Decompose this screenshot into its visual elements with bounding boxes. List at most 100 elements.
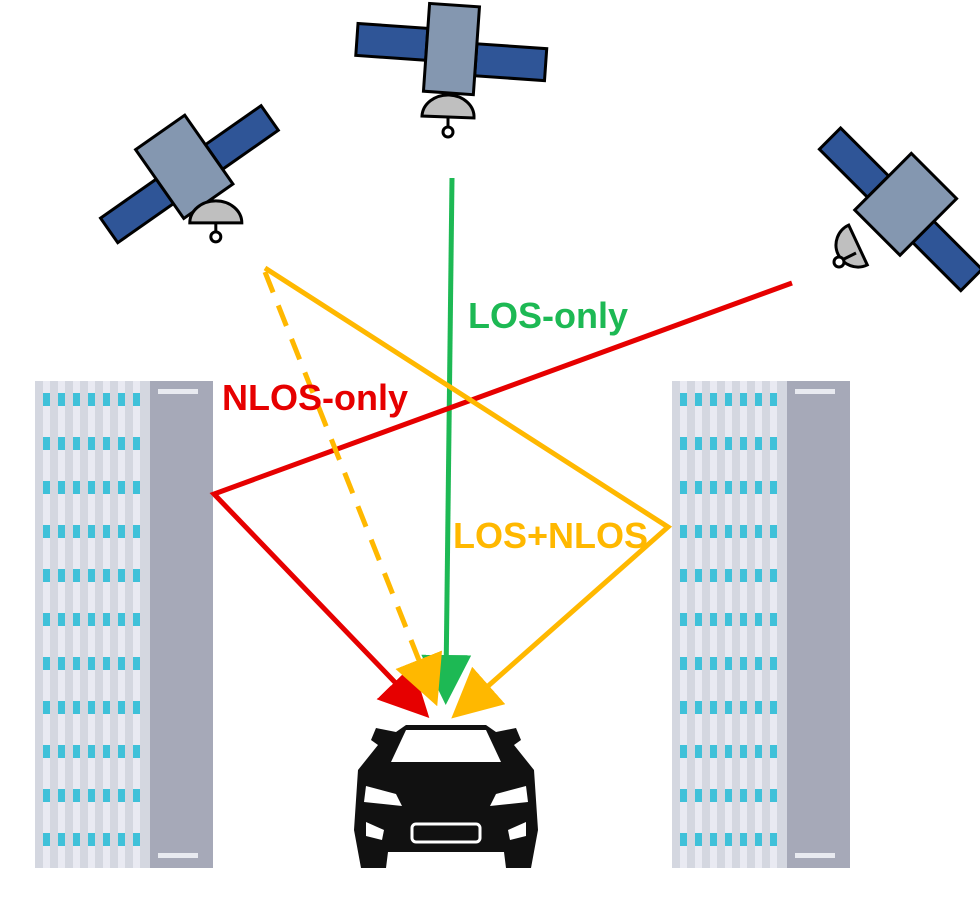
nlos-only-path <box>209 280 793 719</box>
building-window <box>725 613 732 626</box>
building-icon <box>672 381 850 868</box>
building-window <box>695 745 702 758</box>
building-window <box>695 613 702 626</box>
building-window <box>43 569 50 582</box>
building-window <box>725 701 732 714</box>
building-window <box>88 745 95 758</box>
building-window <box>740 393 747 406</box>
building-window <box>755 789 762 802</box>
building-window <box>88 833 95 846</box>
building-window <box>58 833 65 846</box>
building-window <box>725 745 732 758</box>
building-window <box>118 437 125 450</box>
building-window <box>695 789 702 802</box>
building-window <box>710 789 717 802</box>
building-window <box>695 701 702 714</box>
building-window <box>770 701 777 714</box>
building-window <box>725 437 732 450</box>
building-window <box>43 701 50 714</box>
building-window <box>755 657 762 670</box>
building-window <box>88 569 95 582</box>
building-window <box>770 745 777 758</box>
building-window <box>695 437 702 450</box>
building-window <box>680 745 687 758</box>
building-window <box>103 393 110 406</box>
building-window <box>88 789 95 802</box>
building-window <box>695 525 702 538</box>
building-window <box>73 789 80 802</box>
building-window <box>73 745 80 758</box>
building-window <box>103 701 110 714</box>
building-window <box>680 393 687 406</box>
building-window <box>740 437 747 450</box>
building-window <box>695 833 702 846</box>
building-window <box>680 437 687 450</box>
building-window <box>770 789 777 802</box>
building-window <box>710 745 717 758</box>
building-window <box>73 481 80 494</box>
building-window <box>118 613 125 626</box>
building-window <box>118 393 125 406</box>
building-window <box>88 701 95 714</box>
building-window <box>58 393 65 406</box>
building-window <box>43 613 50 626</box>
building-window <box>73 613 80 626</box>
building-window <box>680 833 687 846</box>
building-window <box>118 701 125 714</box>
building-window <box>133 437 140 450</box>
building-window <box>770 833 777 846</box>
building-window <box>710 833 717 846</box>
building-window <box>58 657 65 670</box>
building-window <box>133 525 140 538</box>
building-window <box>118 745 125 758</box>
building-window <box>755 525 762 538</box>
building-window <box>770 481 777 494</box>
building-window <box>58 745 65 758</box>
building-window <box>133 393 140 406</box>
building-window <box>118 569 125 582</box>
building-window <box>710 393 717 406</box>
building-window <box>73 393 80 406</box>
building-window <box>103 613 110 626</box>
building-window <box>740 481 747 494</box>
building-window <box>73 437 80 450</box>
building-window <box>43 525 50 538</box>
building-window <box>133 745 140 758</box>
building-window <box>88 525 95 538</box>
building-window <box>740 833 747 846</box>
building-window <box>755 393 762 406</box>
building-window <box>103 569 110 582</box>
building-window <box>710 569 717 582</box>
building-window <box>680 525 687 538</box>
building-window <box>43 833 50 846</box>
building-window <box>725 569 732 582</box>
building-window <box>133 833 140 846</box>
building-window <box>755 833 762 846</box>
building-window <box>755 437 762 450</box>
building-window <box>680 657 687 670</box>
building-window <box>755 745 762 758</box>
building-window <box>770 613 777 626</box>
building-window <box>770 437 777 450</box>
building-window <box>770 657 777 670</box>
building-window <box>103 525 110 538</box>
building-window <box>73 657 80 670</box>
building-window <box>725 657 732 670</box>
building-window <box>133 569 140 582</box>
building-window <box>103 657 110 670</box>
building-window <box>73 569 80 582</box>
building-window <box>88 613 95 626</box>
building-window <box>103 481 110 494</box>
building-window <box>740 525 747 538</box>
building-window <box>118 525 125 538</box>
los-only-path <box>421 177 472 705</box>
building-window <box>770 393 777 406</box>
building-window <box>58 569 65 582</box>
building-window <box>725 833 732 846</box>
building-window <box>58 701 65 714</box>
building-window <box>755 569 762 582</box>
building-window <box>88 657 95 670</box>
building-window <box>695 393 702 406</box>
satellite-icon <box>98 103 281 245</box>
